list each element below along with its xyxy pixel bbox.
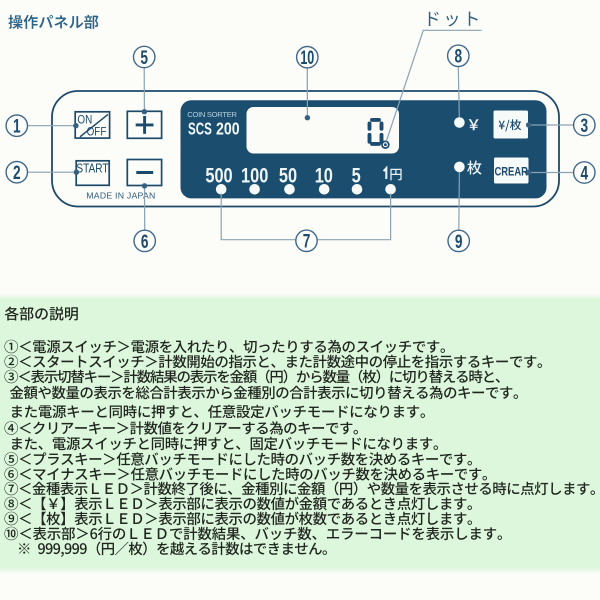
svg-text:50: 50 bbox=[279, 163, 297, 186]
svg-text:OFF: OFF bbox=[87, 126, 107, 139]
svg-text:10: 10 bbox=[315, 163, 333, 186]
svg-text:5: 5 bbox=[352, 163, 361, 186]
svg-text:10: 10 bbox=[300, 48, 314, 69]
svg-text:100: 100 bbox=[241, 163, 268, 186]
svg-text:7: 7 bbox=[303, 230, 311, 252]
svg-text:ON: ON bbox=[77, 114, 92, 127]
svg-text:9: 9 bbox=[455, 231, 463, 253]
svg-text:2: 2 bbox=[13, 162, 21, 184]
svg-text:4: 4 bbox=[580, 162, 588, 184]
svg-text:3: 3 bbox=[580, 115, 588, 137]
svg-text:MADE IN JAPAN: MADE IN JAPAN bbox=[86, 190, 155, 200]
svg-text:500: 500 bbox=[205, 163, 232, 186]
svg-text:COIN SORTER: COIN SORTER bbox=[187, 110, 238, 119]
svg-text:8: 8 bbox=[454, 45, 462, 67]
svg-text:200: 200 bbox=[216, 118, 240, 138]
svg-text:6: 6 bbox=[141, 231, 149, 253]
svg-text:START: START bbox=[76, 161, 108, 175]
svg-text:CREAR: CREAR bbox=[494, 165, 528, 178]
svg-text:1: 1 bbox=[13, 115, 21, 137]
svg-text:SCS: SCS bbox=[188, 118, 212, 138]
svg-text:5: 5 bbox=[140, 47, 148, 69]
